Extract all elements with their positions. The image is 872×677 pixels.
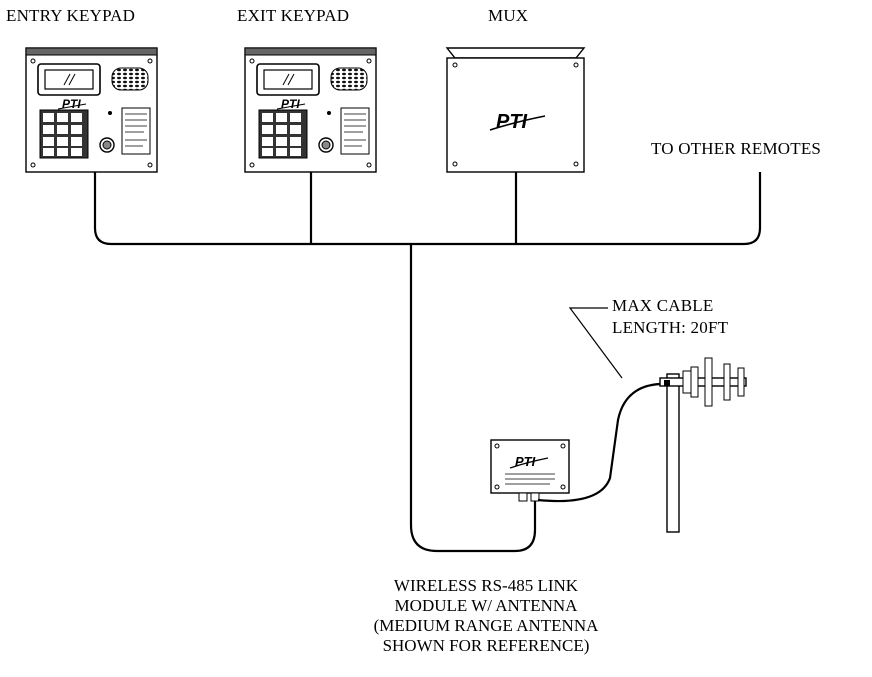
pti-logo-icon: PTI xyxy=(496,111,528,133)
exit-keypad-unit: PTI xyxy=(244,47,377,173)
lcd-display-icon xyxy=(37,63,101,96)
lcd-display-icon xyxy=(256,63,320,96)
wireless-module-drop xyxy=(409,244,537,553)
entry-keypad-label: ENTRY KEYPAD xyxy=(6,6,136,25)
to-other-remotes-label: TO OTHER REMOTES xyxy=(651,139,822,158)
rs485-bus-wiring xyxy=(93,172,762,553)
mux-label: MUX xyxy=(488,6,529,25)
radio-module-icon: PTI xyxy=(490,439,570,502)
wireless-module-caption: WIRELESS RS-485 LINK MODULE W/ ANTENNA (… xyxy=(286,576,686,656)
entry-keypad-unit: PTI xyxy=(25,47,158,173)
keypad-icon xyxy=(258,109,308,159)
antenna-icon xyxy=(659,357,747,533)
caption-line-4: SHOWN FOR REFERENCE) xyxy=(382,636,590,655)
keypad-icon xyxy=(39,109,89,159)
max-cable-leader xyxy=(568,307,623,379)
exit-keypad-label: EXIT KEYPAD xyxy=(237,6,350,25)
pti-logo-icon: PTI xyxy=(281,97,300,111)
caption-line-2: MODULE W/ ANTENNA xyxy=(394,596,578,615)
max-cable-label-line2: LENGTH: 20FT xyxy=(612,318,729,337)
speaker-grille-icon xyxy=(330,67,368,91)
antenna-cable xyxy=(537,382,670,503)
speaker-grille-icon xyxy=(111,67,149,91)
caption-line-1: WIRELESS RS-485 LINK xyxy=(393,576,579,595)
caption-line-3: (MEDIUM RANGE ANTENNA xyxy=(373,616,599,635)
max-cable-label-line1: MAX CABLE xyxy=(612,296,714,315)
mux-box-icon: PTI xyxy=(445,47,586,173)
bus-trunk xyxy=(93,172,762,246)
pti-logo-icon: PTI xyxy=(62,97,81,111)
